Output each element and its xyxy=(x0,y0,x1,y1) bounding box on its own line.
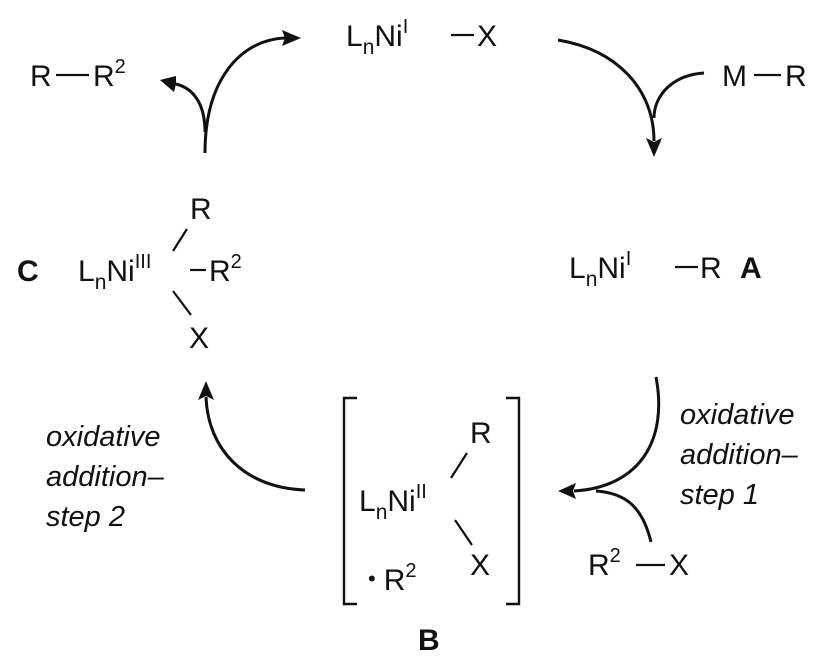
step1-line3: step 1 xyxy=(680,479,759,511)
c-r2-text: R2 xyxy=(209,251,242,288)
a-ligand-text: LnNiI xyxy=(569,248,631,291)
reagent-r-text: R xyxy=(785,60,807,93)
arrow-a-to-b-head xyxy=(558,483,576,499)
reagent-m-r: M R xyxy=(722,60,807,93)
arrow-b-to-c-head xyxy=(198,381,214,400)
step2-line1: oxidative xyxy=(46,421,160,453)
reagent-r2-x: R2 X xyxy=(588,545,689,582)
label-b: B xyxy=(418,624,440,657)
b-radical-text: •R2 xyxy=(368,560,417,597)
arrow-top-to-a xyxy=(557,38,656,142)
arrow-branch-product xyxy=(175,82,207,133)
top-halide-text: X xyxy=(477,20,497,53)
product-r-r2: R R2 xyxy=(30,56,126,93)
reagent-m-text: M xyxy=(722,60,747,93)
c-ligand-text: LnNiIII xyxy=(78,251,151,294)
arrow-mr-entry xyxy=(652,71,705,119)
c-ni-x-bond xyxy=(172,290,192,316)
b-x-text: X xyxy=(470,549,490,582)
step1-label: oxidative addition– step 1 xyxy=(680,399,799,511)
transmetalation-arrow xyxy=(557,38,705,157)
b-top-r-text: R xyxy=(470,417,492,450)
arrow-top-to-a-head xyxy=(646,138,662,157)
arrow-c-to-top xyxy=(203,36,286,154)
b-ligand-text: LnNiII xyxy=(359,481,427,524)
r2x-x-text: X xyxy=(669,549,689,582)
step2-line2: addition– xyxy=(46,461,165,493)
arrow-r2x-entry xyxy=(595,489,653,543)
arrow-branch-product-head xyxy=(160,76,176,92)
step1-line2: addition– xyxy=(680,439,799,471)
c-ni-r-bond xyxy=(172,228,188,252)
label-c: C xyxy=(17,255,39,288)
b-right-bracket xyxy=(506,396,521,606)
product-r2-text: R2 xyxy=(93,56,126,93)
arrow-c-to-top-head xyxy=(282,30,301,46)
b-left-bracket xyxy=(342,396,357,606)
label-a: A xyxy=(740,252,762,285)
c-x-text: X xyxy=(189,322,209,355)
arrow-b-to-c xyxy=(204,396,306,492)
b-ni-x-bond xyxy=(454,519,473,546)
oxidative-addition-step1-arrow xyxy=(558,376,661,543)
product-r-text: R xyxy=(30,60,52,93)
arrow-a-to-b xyxy=(573,376,661,493)
a-r-text: R xyxy=(700,252,722,285)
species-b: R LnNiII X •R2 B xyxy=(342,396,521,657)
top-ni-halide: LnNiI X xyxy=(346,16,497,59)
species-c: C R LnNiIII R2 X xyxy=(17,193,242,355)
top-ligand-text: LnNiI xyxy=(346,16,408,59)
species-a: LnNiI R A xyxy=(569,248,762,291)
step2-label: oxidative addition– step 2 xyxy=(46,421,165,533)
oxidative-addition-step2-arrow xyxy=(198,381,306,492)
step1-line1: oxidative xyxy=(680,399,794,431)
c-top-r-text: R xyxy=(190,193,212,226)
r2x-r2-text: R2 xyxy=(588,545,621,582)
reductive-elimination-arrow xyxy=(160,30,301,154)
step2-line3: step 2 xyxy=(46,501,125,533)
b-ni-r-bond xyxy=(450,452,468,479)
